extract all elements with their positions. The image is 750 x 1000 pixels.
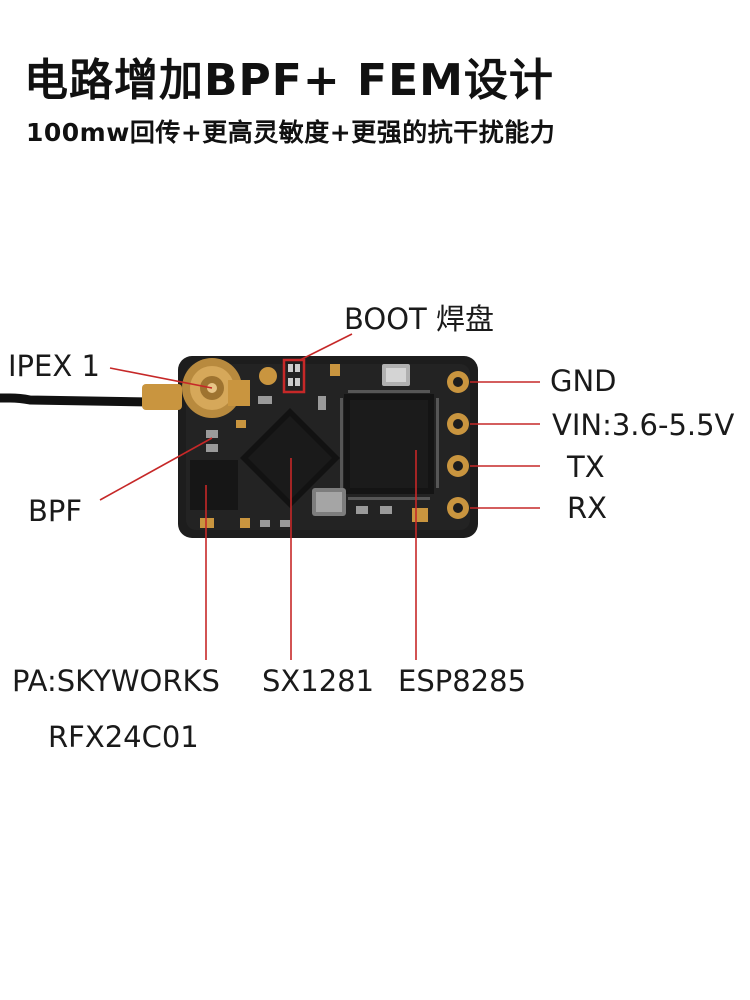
pa-chip	[190, 460, 238, 510]
esp8285-chip	[344, 394, 434, 494]
leader-boot	[299, 333, 353, 361]
label-vin: VIN:3.6-5.5V	[552, 408, 735, 442]
label-esp8285: ESP8285	[398, 664, 527, 698]
label-rx: RX	[567, 491, 608, 525]
leader-ipex	[109, 367, 213, 389]
boot-pads	[282, 358, 306, 394]
label-gnd: GND	[550, 364, 617, 398]
label-sx1281: SX1281	[262, 664, 375, 698]
label-pa-line1: PA:SKYWORKS	[12, 664, 220, 698]
label-tx: TX	[567, 450, 605, 484]
label-boot: BOOT 焊盘	[344, 302, 494, 336]
pin-pads	[447, 371, 469, 519]
label-ipex: IPEX 1	[8, 349, 100, 383]
label-bpf: BPF	[28, 494, 83, 528]
test-pad	[259, 367, 277, 385]
leader-bpf	[99, 437, 213, 501]
sx1281-chip	[240, 408, 340, 508]
headline: 电路增加BPF+ FEM设计	[24, 55, 554, 106]
subheadline: 100mw回传+更高灵敏度+更强的抗干扰能力	[26, 118, 556, 147]
label-pa-line2: RFX24C01	[48, 720, 199, 754]
